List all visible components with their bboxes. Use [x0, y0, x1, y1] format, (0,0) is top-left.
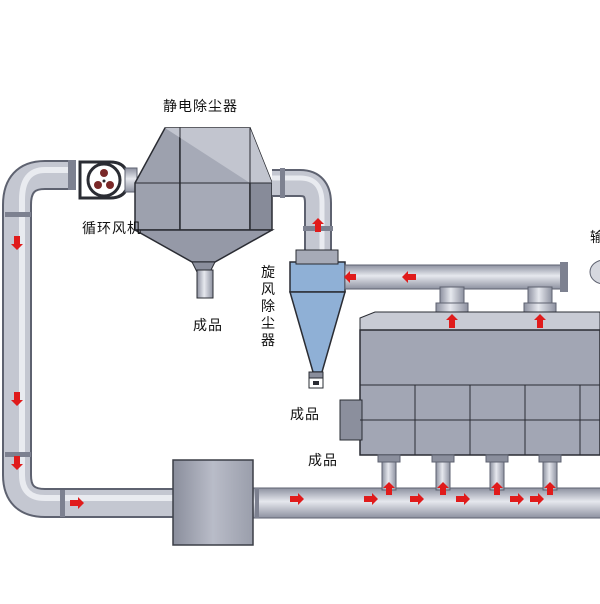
flow-arrow-right	[290, 493, 304, 505]
flow-arrow-down	[11, 456, 23, 470]
flow-arrow-down	[11, 392, 23, 406]
flow-arrow-left	[402, 271, 416, 283]
cyclone-label: 旋风除尘器	[261, 265, 275, 349]
feeder-partial	[589, 259, 600, 285]
flow-arrow-right	[510, 493, 524, 505]
flow-arrow-right	[410, 493, 424, 505]
esp-product-label: 成品	[193, 318, 223, 334]
esp-to-cyclone-duct	[272, 168, 333, 250]
flow-arrows	[11, 218, 556, 509]
flow-arrow-up	[534, 314, 546, 328]
cyclone-product-label: 成品	[290, 407, 320, 423]
duct-flange	[5, 212, 31, 217]
flow-arrow-up	[491, 482, 503, 495]
exhaust-duct	[344, 262, 568, 316]
circulating-fan	[78, 160, 138, 200]
fan-icon	[94, 169, 114, 189]
bed-product-label: 成品	[308, 453, 338, 469]
flow-arrow-up	[544, 482, 556, 495]
return-duct	[2, 160, 175, 518]
fan-label: 循环风机	[82, 221, 142, 237]
flow-arrow-up	[312, 218, 324, 232]
duct-flange	[68, 160, 76, 190]
duct-flange	[5, 452, 31, 457]
flow-arrow-up	[383, 482, 395, 495]
flow-arrow-right	[530, 493, 544, 505]
duct-flange	[60, 490, 65, 517]
flow-arrow-right	[70, 497, 84, 509]
flow-arrow-up	[437, 482, 449, 495]
cyclone-separator	[289, 249, 346, 389]
electrostatic-precipitator	[132, 127, 275, 299]
flow-arrow-left	[344, 271, 356, 283]
fluid-bed-dryer	[339, 311, 600, 491]
partial-right-label: 输	[590, 230, 600, 246]
supply-duct	[249, 487, 600, 519]
heater-box	[172, 459, 254, 546]
flow-arrow-right	[364, 493, 378, 505]
flow-arrow-up	[446, 314, 458, 328]
flow-arrow-down	[11, 236, 23, 250]
esp-label: 静电除尘器	[163, 99, 238, 115]
flow-arrow-right	[456, 493, 470, 505]
